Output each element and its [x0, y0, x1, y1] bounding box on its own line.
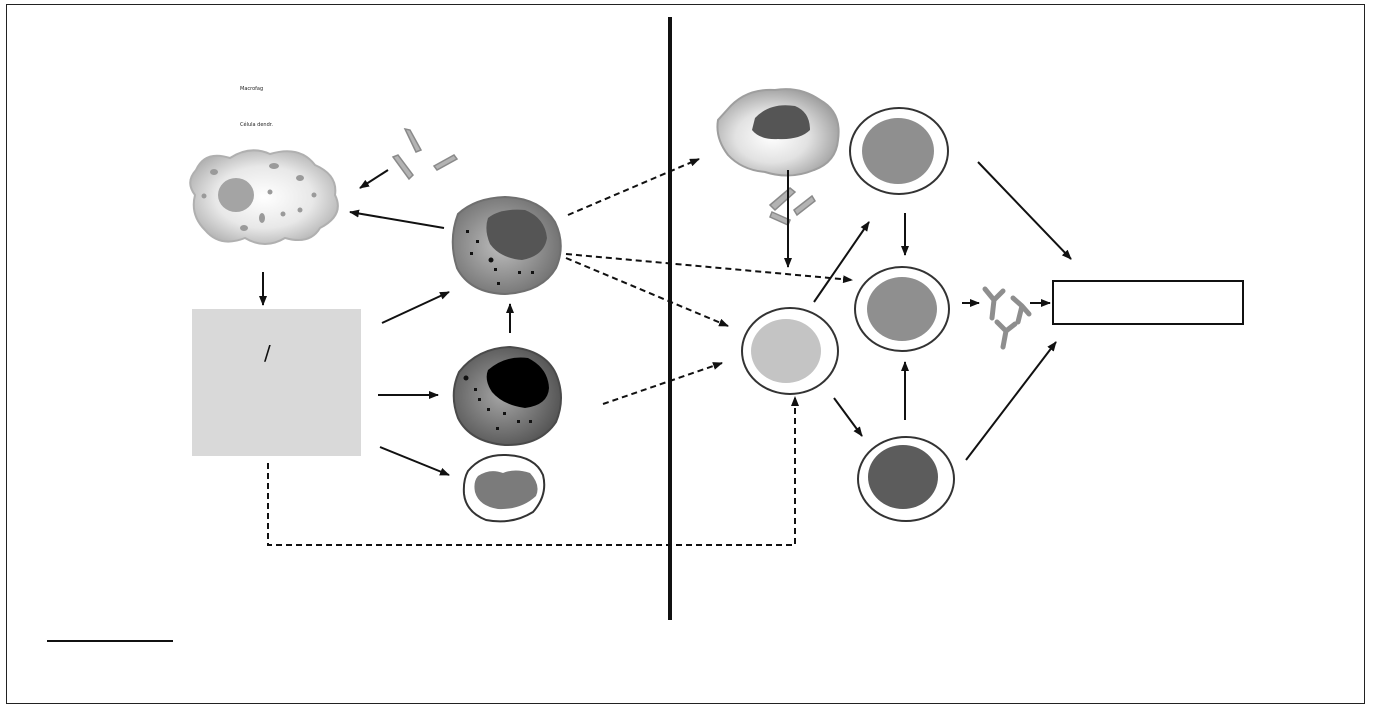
- granular-cell-lower: [452, 345, 562, 447]
- granular-cell-upper: [451, 195, 562, 296]
- antigen-icon: [391, 127, 459, 181]
- lymphocyte-icon-top: [849, 107, 949, 195]
- small-cell: [462, 453, 546, 523]
- solid-arrows: [259, 161, 1072, 476]
- dashed-arrows: [267, 158, 853, 546]
- dendritic-cell-icon: [716, 88, 840, 177]
- lymphocyte-icon-bottom: [857, 436, 955, 522]
- macrophage-sublabel: Célula dendr.: [240, 121, 273, 128]
- box-slash: /: [264, 341, 271, 365]
- output-box: [1052, 280, 1244, 325]
- lymphocyte-icon-light: [741, 307, 839, 395]
- antigen-icon-2: [768, 187, 816, 227]
- lymphocyte-icon-mid: [854, 266, 950, 352]
- macrophage-cell-icon: [189, 149, 339, 245]
- gray-box: [192, 309, 361, 456]
- antibody-icon: [982, 286, 1032, 350]
- macrophage-label: Macrofag: [240, 86, 263, 92]
